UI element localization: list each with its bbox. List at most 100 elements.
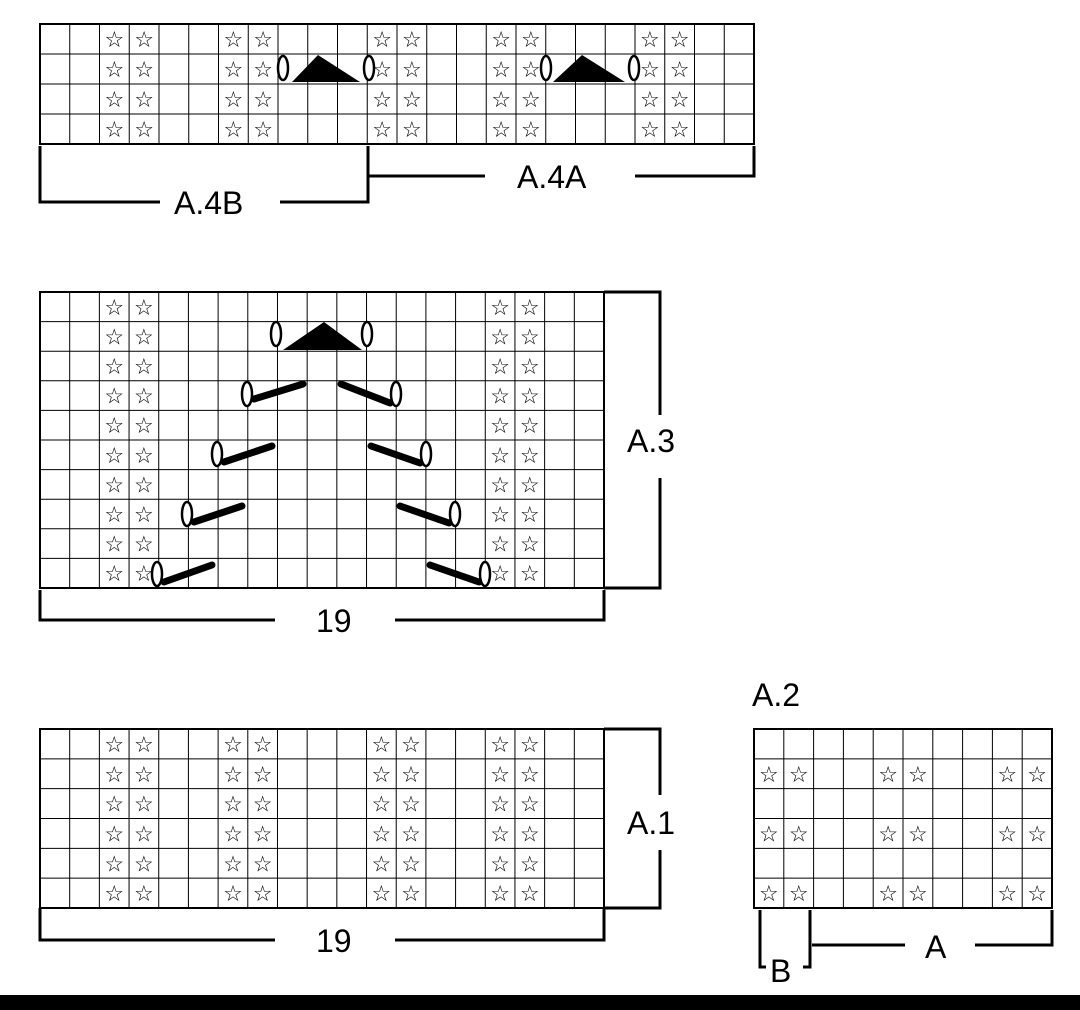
star-stitch-symbol: ☆ bbox=[402, 58, 422, 83]
star-stitch-symbol: ☆ bbox=[997, 822, 1017, 847]
star-stitch-symbol: ☆ bbox=[520, 296, 540, 321]
star-stitch-symbol: ☆ bbox=[134, 414, 154, 439]
star-stitch-symbol: ☆ bbox=[520, 444, 540, 469]
star-stitch-symbol: ☆ bbox=[134, 473, 154, 498]
star-stitch-symbol: ☆ bbox=[104, 533, 124, 558]
a1-row-bracket bbox=[604, 727, 662, 910]
a4a-label: A.4A bbox=[517, 159, 587, 195]
star-stitch-symbol: ☆ bbox=[224, 28, 244, 53]
star-stitch-symbol: ☆ bbox=[490, 473, 510, 498]
yarn-over-oval-symbol bbox=[419, 440, 433, 468]
star-stitch-symbol: ☆ bbox=[490, 533, 510, 558]
star-stitch-symbol: ☆ bbox=[490, 385, 510, 410]
a3-row-bracket bbox=[604, 290, 662, 590]
star-stitch-symbol: ☆ bbox=[490, 763, 510, 788]
star-stitch-symbol: ☆ bbox=[223, 822, 243, 847]
star-stitch-symbol: ☆ bbox=[520, 325, 540, 350]
star-stitch-symbol: ☆ bbox=[401, 852, 421, 877]
a1-label: A.1 bbox=[627, 805, 675, 841]
star-stitch-symbol: ☆ bbox=[670, 28, 690, 53]
yarn-over-oval-symbol bbox=[362, 54, 376, 82]
yarn-over-oval-symbol bbox=[210, 440, 224, 468]
yarn-over-oval-symbol bbox=[276, 54, 290, 82]
star-stitch-symbol: ☆ bbox=[490, 444, 510, 469]
star-stitch-symbol: ☆ bbox=[134, 882, 154, 907]
star-stitch-symbol: ☆ bbox=[104, 503, 124, 528]
star-stitch-symbol: ☆ bbox=[253, 58, 273, 83]
star-stitch-symbol: ☆ bbox=[997, 882, 1017, 907]
star-stitch-symbol: ☆ bbox=[253, 28, 273, 53]
chart-a3-tree-motif bbox=[150, 320, 492, 588]
a3-width-label: 19 bbox=[316, 603, 352, 639]
float-strand-symbol bbox=[250, 380, 307, 403]
star-stitch-symbol: ☆ bbox=[640, 118, 660, 143]
star-stitch-symbol: ☆ bbox=[224, 118, 244, 143]
a4a-bracket bbox=[368, 146, 756, 178]
star-stitch-symbol: ☆ bbox=[372, 852, 392, 877]
star-stitch-symbol: ☆ bbox=[491, 28, 511, 53]
star-stitch-symbol: ☆ bbox=[104, 793, 124, 818]
star-stitch-symbol: ☆ bbox=[490, 355, 510, 380]
star-stitch-symbol: ☆ bbox=[491, 118, 511, 143]
star-stitch-symbol: ☆ bbox=[104, 296, 124, 321]
star-stitch-symbol: ☆ bbox=[520, 882, 540, 907]
star-stitch-symbol: ☆ bbox=[253, 882, 273, 907]
star-stitch-symbol: ☆ bbox=[878, 822, 898, 847]
star-stitch-symbol: ☆ bbox=[104, 414, 124, 439]
yarn-over-oval-symbol bbox=[389, 380, 403, 408]
float-strand-symbol bbox=[160, 561, 216, 586]
star-stitch-symbol: ☆ bbox=[104, 562, 124, 587]
star-stitch-symbol: ☆ bbox=[104, 325, 124, 350]
a3-label: A.3 bbox=[627, 423, 675, 459]
yarn-over-oval-symbol bbox=[478, 560, 492, 588]
chart-a1-grid bbox=[39, 728, 605, 909]
star-stitch-symbol: ☆ bbox=[402, 88, 422, 113]
star-stitch-symbol: ☆ bbox=[520, 562, 540, 587]
star-stitch-symbol: ☆ bbox=[520, 414, 540, 439]
star-stitch-symbol: ☆ bbox=[490, 793, 510, 818]
star-symbols: ☆ ☆ ☆ ☆ ☆ ☆ ☆ ☆ ☆ ☆ ☆ ☆ ☆ ☆ ☆ ☆ ☆ ☆ ☆ ☆ ☆ ☆ ☆ ☆ ☆ ☆ ☆ ☆ ☆ ☆ ☆ ☆ ☆ ☆ ☆ ☆ ☆ ☆ ☆ ☆… bbox=[104, 28, 1047, 907]
star-stitch-symbol: ☆ bbox=[104, 385, 124, 410]
star-stitch-symbol: ☆ bbox=[104, 882, 124, 907]
yarn-over-oval-symbol bbox=[448, 500, 462, 528]
star-stitch-symbol: ☆ bbox=[104, 763, 124, 788]
star-stitch-symbol: ☆ bbox=[402, 118, 422, 143]
star-stitch-symbol: ☆ bbox=[401, 882, 421, 907]
a2-b-bracket bbox=[758, 910, 812, 969]
star-stitch-symbol: ☆ bbox=[104, 733, 124, 758]
star-stitch-symbol: ☆ bbox=[789, 822, 809, 847]
star-stitch-symbol: ☆ bbox=[908, 763, 928, 788]
star-stitch-symbol: ☆ bbox=[878, 882, 898, 907]
star-stitch-symbol: ☆ bbox=[372, 733, 392, 758]
star-stitch-symbol: ☆ bbox=[521, 88, 541, 113]
yarn-over-oval-symbol bbox=[627, 54, 641, 82]
float-strand-symbol bbox=[220, 442, 276, 466]
star-stitch-symbol: ☆ bbox=[134, 822, 154, 847]
star-stitch-symbol: ☆ bbox=[521, 58, 541, 83]
star-stitch-symbol: ☆ bbox=[490, 325, 510, 350]
star-stitch-symbol: ☆ bbox=[104, 355, 124, 380]
float-strand-symbol bbox=[190, 502, 246, 526]
star-stitch-symbol: ☆ bbox=[224, 88, 244, 113]
star-stitch-symbol: ☆ bbox=[134, 58, 154, 83]
star-stitch-symbol: ☆ bbox=[759, 822, 779, 847]
star-stitch-symbol: ☆ bbox=[105, 28, 125, 53]
yarn-over-oval-symbol bbox=[180, 500, 194, 528]
star-stitch-symbol: ☆ bbox=[1027, 763, 1047, 788]
star-stitch-symbol: ☆ bbox=[520, 473, 540, 498]
star-stitch-symbol: ☆ bbox=[490, 733, 510, 758]
star-stitch-symbol: ☆ bbox=[490, 503, 510, 528]
star-stitch-symbol: ☆ bbox=[640, 58, 660, 83]
star-stitch-symbol: ☆ bbox=[223, 793, 243, 818]
double-decrease-triangle-symbol bbox=[292, 55, 360, 82]
star-stitch-symbol: ☆ bbox=[223, 882, 243, 907]
star-stitch-symbol: ☆ bbox=[134, 325, 154, 350]
star-stitch-symbol: ☆ bbox=[490, 882, 510, 907]
star-stitch-symbol: ☆ bbox=[134, 562, 154, 587]
star-stitch-symbol: ☆ bbox=[759, 882, 779, 907]
yarn-over-oval-symbol bbox=[150, 560, 164, 588]
star-stitch-symbol: ☆ bbox=[372, 822, 392, 847]
float-strand-symbol bbox=[337, 380, 394, 407]
star-stitch-symbol: ☆ bbox=[640, 88, 660, 113]
star-stitch-symbol: ☆ bbox=[670, 88, 690, 113]
